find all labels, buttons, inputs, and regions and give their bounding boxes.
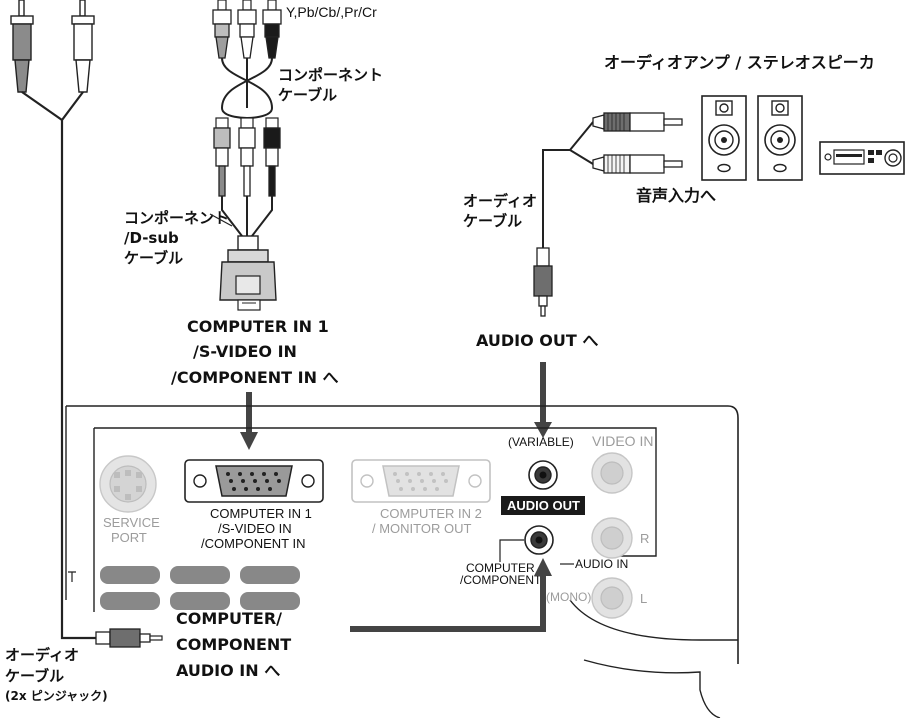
mono-label: (MONO): [546, 590, 591, 604]
audio-in-l-label: L: [640, 591, 647, 606]
computer-audio-target-2: COMPONENT: [176, 635, 291, 654]
audio-out-badge: AUDIO OUT: [501, 496, 585, 515]
service-port-label-1: SERVICE: [103, 515, 160, 530]
variable-label: (VARIABLE): [508, 435, 574, 449]
audio-input-label: 音声入力へ: [636, 186, 716, 205]
computer-component-label-1: COMPUTER: [466, 561, 535, 575]
computer-audio-target-3: AUDIO IN へ: [176, 661, 280, 680]
audio-out-jack-icon: [528, 460, 558, 490]
service-port-label-2: PORT: [111, 530, 147, 545]
audio-cable-left-label-3: (2x ピンジャック): [5, 689, 108, 703]
computer-component-label-2: /COMPONENT: [460, 573, 542, 587]
audio-in-l-jack-icon: [591, 577, 633, 619]
vent-slots: [100, 566, 300, 610]
audio-in-r-jack-icon: [591, 517, 633, 559]
computer-in-target-1: COMPUTER IN 1: [187, 317, 329, 336]
audio-amp-title: オーディオアンプ / ステレオスピーカ: [604, 53, 875, 72]
arrow-to-computer-in-1: [240, 392, 258, 450]
computer-in-2-label-2: / MONITOR OUT: [372, 521, 471, 536]
speaker-right-icon: [757, 95, 803, 181]
arrow-to-audio-out: [534, 362, 552, 438]
rca-plug-gray-icon: [10, 0, 34, 93]
amplifier-icon: [819, 141, 905, 175]
mini-jack-plug-left-icon: [95, 628, 163, 648]
component-cable-label-2: ケーブル: [278, 86, 337, 104]
computer-in-target-3: /COMPONENT IN へ: [171, 368, 339, 387]
computer-in-1-label-3: /COMPONENT IN: [201, 536, 306, 551]
audio-cable-right-label-2: ケーブル: [463, 212, 522, 230]
speaker-left-icon: [701, 95, 747, 181]
projector-panel: [65, 405, 739, 664]
audio-in-r-label: R: [640, 531, 649, 546]
rca-plug-pair-left-icon: [10, 0, 96, 640]
component-rca-top-icon: [212, 0, 282, 59]
component-cable-twist: [221, 57, 273, 119]
audio-cable-left-label-2: ケーブル: [5, 667, 64, 685]
computer-in-2-port-icon: [351, 459, 491, 503]
dsub-plug-icon: [219, 235, 277, 311]
rca-plug-white-icon: [71, 0, 95, 93]
stereo-cable-line: [21, 91, 96, 640]
computer-in-1-port-icon: [184, 459, 324, 503]
computer-in-1-label-2: /S-VIDEO IN: [218, 521, 292, 536]
computer-audio-in-jack-icon: [524, 525, 554, 555]
svg-text:AUDIO OUT: AUDIO OUT: [507, 498, 580, 513]
audio-out-target: AUDIO OUT へ: [476, 331, 598, 350]
component-rca-middle-icon: [213, 117, 281, 237]
component-dsub-label-3: ケーブル: [124, 249, 183, 267]
audio-cable-left-label-1: オーディオ: [5, 646, 79, 664]
audio-in-label: AUDIO IN: [575, 557, 628, 571]
audio-cable-right-icon: [533, 112, 683, 317]
video-in-jack-icon: [591, 452, 633, 494]
component-cable-label-1: コンポーネント: [278, 66, 383, 84]
component-signal-label: Y,Pb/Cb/,Pr/Cr: [286, 4, 377, 20]
audio-cable-right-label-1: オーディオ: [463, 192, 537, 210]
computer-audio-target-1: COMPUTER/: [176, 609, 282, 628]
computer-in-1-label-1: COMPUTER IN 1: [210, 506, 312, 521]
arrow-to-computer-audio-in: [350, 558, 552, 632]
component-dsub-label-1: コンポーネント: [124, 209, 229, 227]
computer-in-target-2: /S-VIDEO IN: [193, 342, 297, 361]
service-port-icon: [99, 455, 157, 513]
component-dsub-label-2: /D-sub: [124, 229, 179, 247]
video-in-label: VIDEO IN: [592, 433, 653, 449]
computer-in-2-label-1: COMPUTER IN 2: [380, 506, 482, 521]
